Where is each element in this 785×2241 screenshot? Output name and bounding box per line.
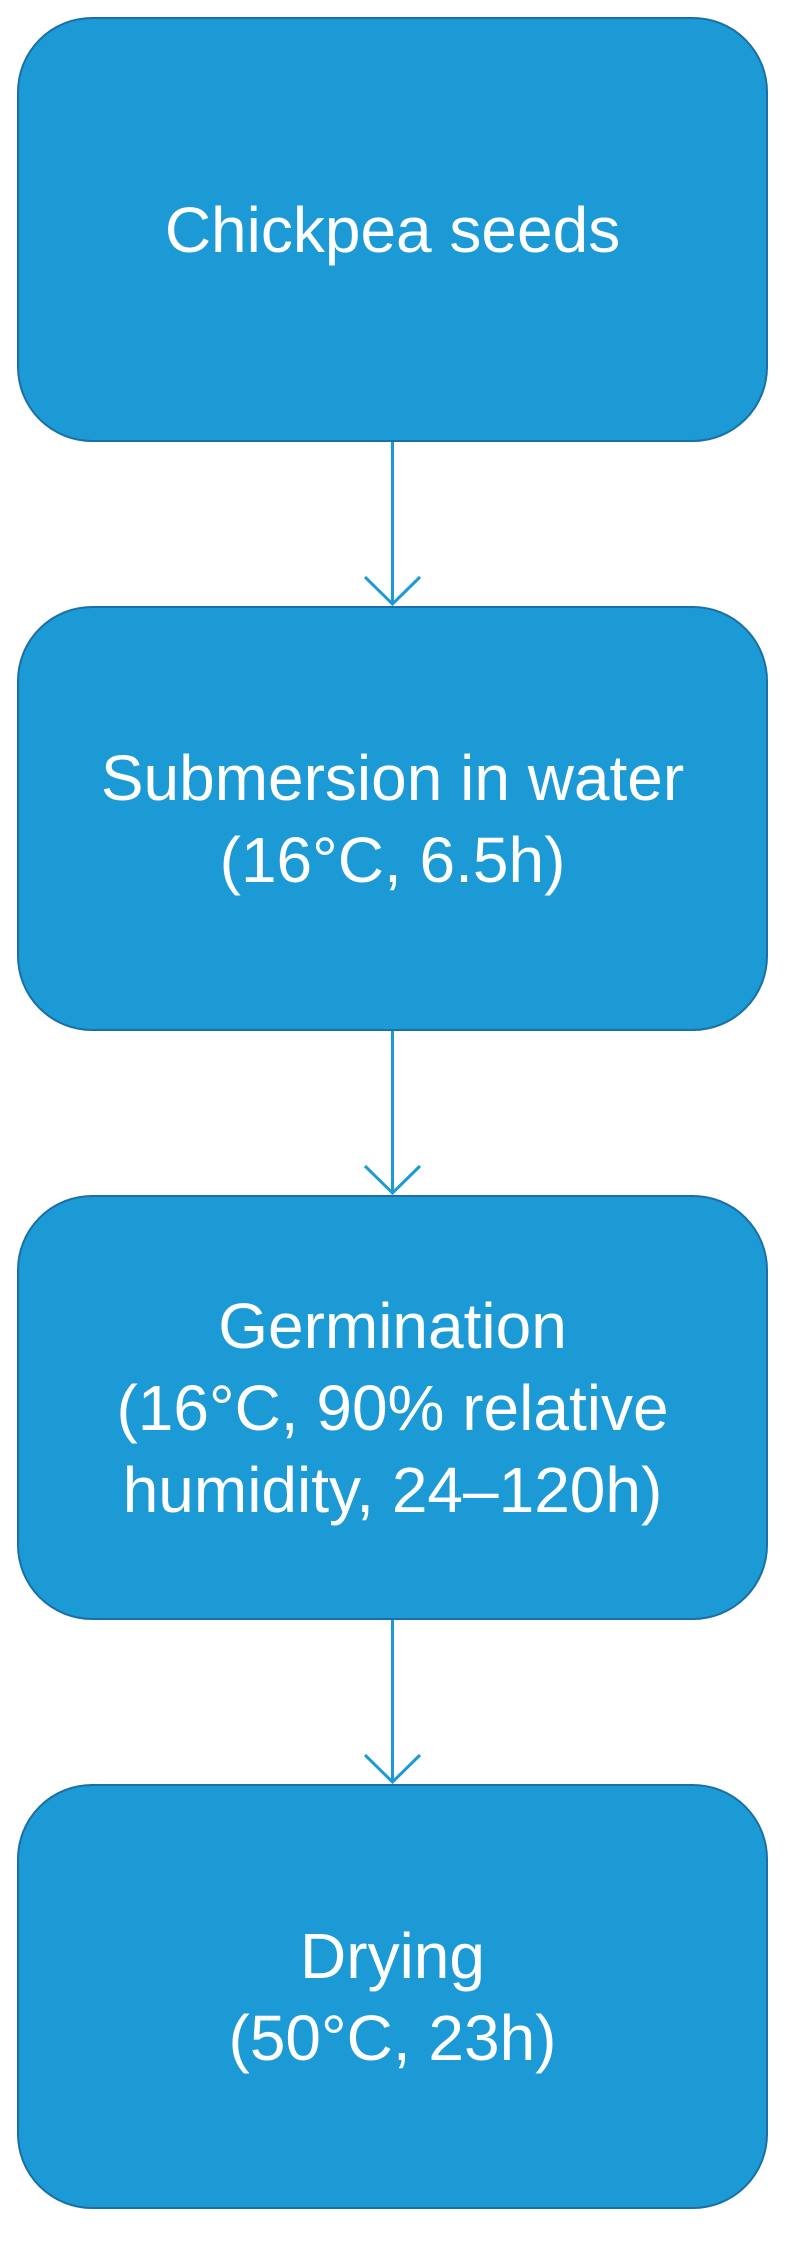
arrow-germination-to-drying: [363, 1620, 422, 1785]
arrow-head: [363, 1164, 422, 1196]
step-label: Submersion in water (16°C, 6.5h): [100, 741, 685, 896]
step-box-germination: Germination (16°C, 90% relative humidity…: [17, 1195, 768, 1620]
step-box-drying: Drying (50°C, 23h): [17, 1784, 768, 2209]
step-box-submersion: Submersion in water (16°C, 6.5h): [17, 606, 768, 1031]
arrow-head: [363, 1753, 422, 1785]
arrow-submersion-to-germination: [363, 1031, 422, 1196]
arrow-seeds-to-submersion: [363, 442, 422, 607]
step-label: Chickpea seeds: [164, 193, 621, 266]
step-box-chickpea-seeds: Chickpea seeds: [17, 17, 768, 442]
step-label: Germination (16°C, 90% relative humidity…: [116, 1289, 669, 1526]
arrow-head: [363, 575, 422, 607]
step-label: Drying (50°C, 23h): [228, 1919, 557, 2074]
